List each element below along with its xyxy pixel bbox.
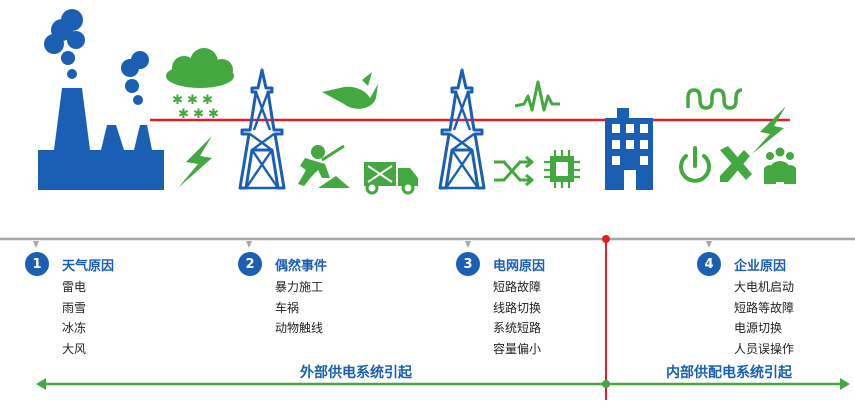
lightning-icon <box>178 136 212 188</box>
list-item: 动物触线 <box>275 321 324 335</box>
list-item: 暴力施工 <box>275 280 324 294</box>
shuffle-icon <box>494 155 534 187</box>
list-item: 系统短路 <box>493 321 542 335</box>
power-button-icon <box>679 146 711 183</box>
chip-icon <box>544 150 580 188</box>
factory-building-icon <box>605 108 653 190</box>
external-range-label: 外部供电系统引起 <box>296 362 416 382</box>
number-badge: 3 <box>456 252 480 276</box>
worker-digging-icon <box>298 144 350 188</box>
tools-icon <box>720 106 786 182</box>
transmission-tower-icon <box>438 68 486 190</box>
list-item: 冰冻 <box>62 321 87 335</box>
list-item: 短路故障 <box>493 280 542 294</box>
bird-icon <box>322 72 378 109</box>
category-title: 企业原因 <box>734 259 787 274</box>
category-title: 天气原因 <box>62 259 115 274</box>
number-badge: 4 <box>697 252 721 276</box>
list-item: 容量偏小 <box>493 341 542 356</box>
sine-wave-icon <box>686 88 743 110</box>
list-item: 车祸 <box>275 300 300 315</box>
power-plant-icon <box>38 9 164 190</box>
list-item: 线路切换 <box>493 300 542 315</box>
list-item: 短路等故障 <box>734 300 795 315</box>
svg-text:✱ ✱ ✱: ✱ ✱ ✱ <box>172 93 213 108</box>
list-item: 大电机启动 <box>734 280 795 294</box>
people-group-icon <box>764 147 796 184</box>
category-title: 电网原因 <box>493 259 546 274</box>
svg-text:✱ ✱ ✱: ✱ ✱ ✱ <box>178 107 219 122</box>
list-item: 电源切换 <box>734 321 783 335</box>
transmission-tower-icon <box>238 68 286 190</box>
number-badge: 1 <box>25 252 49 276</box>
list-item: 大风 <box>62 341 87 356</box>
list-item: 人员误操作 <box>734 341 795 356</box>
truck-icon <box>364 162 418 195</box>
snow-cloud-icon: ✱ ✱ ✱ ✱ ✱ ✱ <box>166 48 234 122</box>
number-badge: 2 <box>238 252 262 276</box>
list-item: 雨雪 <box>62 300 87 315</box>
category-title: 偶然事件 <box>275 259 328 274</box>
list-item: 雷电 <box>62 280 87 294</box>
internal-range-label: 内部供配电系统引起 <box>662 362 796 382</box>
waveform-icon <box>514 80 560 112</box>
